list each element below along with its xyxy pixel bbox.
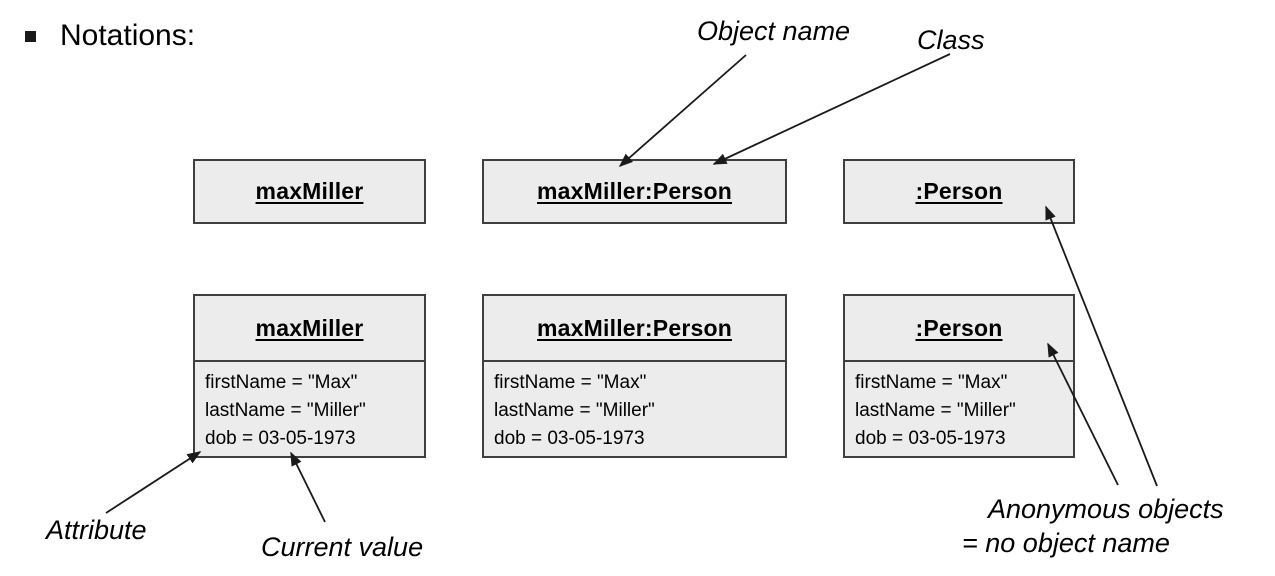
attribute-line: firstName = "Max": [494, 372, 647, 393]
object-header: :Person: [845, 296, 1073, 362]
attribute-line: lastName = "Miller": [494, 400, 655, 421]
attribute-line: dob = 03-05-1973: [205, 428, 356, 449]
attribute-line: dob = 03-05-1973: [855, 428, 1006, 449]
object-header: maxMiller:Person: [537, 178, 732, 204]
attribute-line: lastName = "Miller": [205, 400, 366, 421]
page-title: Notations:: [60, 19, 196, 52]
anonymous-objects-label-line2: = no object name: [962, 528, 1170, 558]
object-name-label: Object name: [697, 16, 851, 46]
object-box-anonymous-person-attrs: :Person firstName = "Max" lastName = "Mi…: [843, 294, 1075, 458]
object-box-maxmiller-person-attrs: maxMiller:Person firstName = "Max" lastN…: [482, 294, 787, 458]
arrow-class: [712, 53, 951, 165]
anonymous-objects-label-line1: Anonymous objects: [988, 494, 1224, 524]
object-box-maxmiller: maxMiller: [193, 159, 426, 224]
attribute-compartment: firstName = "Max" lastName = "Miller" do…: [195, 362, 424, 453]
object-header: maxMiller: [195, 296, 424, 362]
bullet-icon: [25, 31, 36, 42]
attribute-line: firstName = "Max": [855, 372, 1008, 393]
object-header: :Person: [915, 178, 1003, 204]
class-label: Class: [917, 25, 985, 55]
object-box-maxmiller-person: maxMiller:Person: [482, 159, 787, 224]
attribute-label: Attribute: [46, 515, 147, 545]
object-header: maxMiller: [255, 178, 364, 204]
current-value-label: Current value: [261, 532, 424, 562]
arrow-current-value: [290, 451, 326, 523]
title-line: Notations:: [25, 18, 195, 54]
attribute-line: firstName = "Max": [205, 372, 358, 393]
attribute-compartment: firstName = "Max" lastName = "Miller" do…: [845, 362, 1073, 453]
object-header: maxMiller:Person: [484, 296, 785, 362]
object-box-maxmiller-attrs: maxMiller firstName = "Max" lastName = "…: [193, 294, 426, 458]
object-box-anonymous-person: :Person: [843, 159, 1075, 224]
arrow-attribute: [105, 451, 202, 514]
attribute-line: lastName = "Miller": [855, 400, 1016, 421]
attribute-line: dob = 03-05-1973: [494, 428, 645, 449]
arrow-object-name: [618, 54, 747, 167]
attribute-compartment: firstName = "Max" lastName = "Miller" do…: [484, 362, 785, 453]
